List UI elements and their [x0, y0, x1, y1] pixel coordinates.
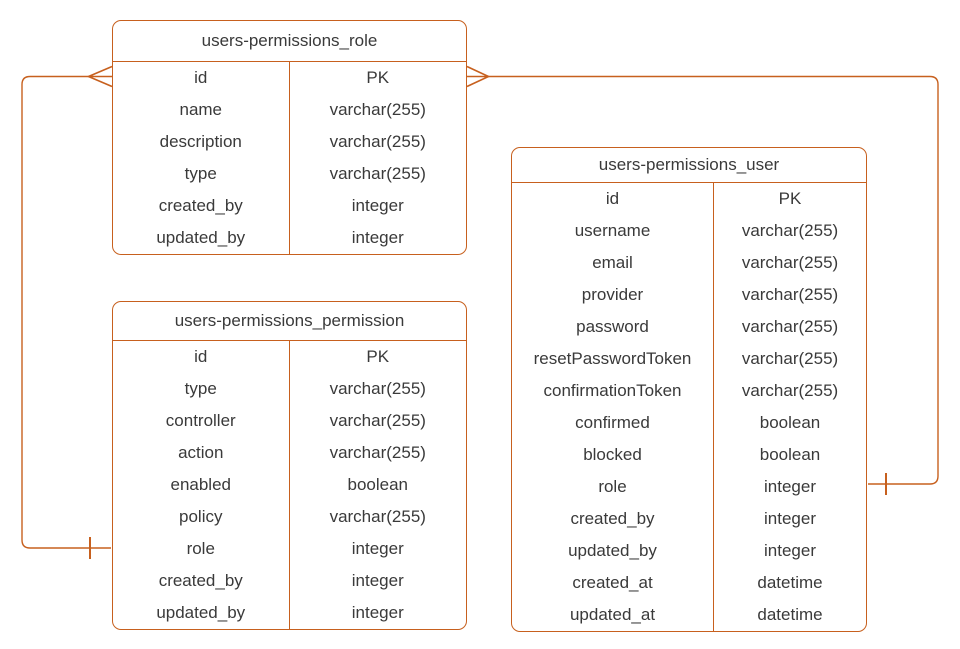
field-name-cell: email: [512, 247, 714, 279]
field-name-cell: enabled: [113, 469, 290, 501]
field-type-cell: integer: [351, 228, 404, 247]
field-name-cell: name: [113, 94, 290, 126]
field-type-cell: integer: [764, 541, 816, 560]
field-type-cell: varchar(255): [741, 381, 839, 400]
entity-table-user: users-permissions_user id PK username varch…: [511, 147, 867, 632]
field-type-cell: integer: [351, 571, 404, 590]
field-name-cell: confirmed: [512, 407, 714, 439]
field-type-cell: varchar(255): [329, 164, 426, 183]
field-type-cell: varchar(255): [329, 443, 426, 462]
field-name-cell: blocked: [512, 439, 714, 471]
field-type-cell: boolean: [759, 413, 821, 432]
field-name-cell: updated_by: [113, 597, 290, 629]
field-name-cell: action: [113, 437, 290, 469]
field-type-cell: PK: [778, 189, 802, 208]
field-type-cell: varchar(255): [741, 253, 839, 272]
field-row: type varchar(255): [113, 373, 466, 405]
field-type-cell: boolean: [347, 475, 408, 494]
field-type-cell: varchar(255): [329, 507, 426, 526]
field-name-cell: controller: [113, 405, 290, 437]
field-type-cell: PK: [366, 68, 390, 87]
field-name-cell: policy: [113, 501, 290, 533]
field-row: action varchar(255): [113, 437, 466, 469]
field-row: id PK: [512, 183, 866, 215]
field-row: description varchar(255): [113, 126, 466, 158]
field-row: confirmed boolean: [512, 407, 866, 439]
field-row: blocked boolean: [512, 439, 866, 471]
field-name-cell: updated_by: [512, 535, 714, 567]
field-row: resetPasswordToken varchar(255): [512, 343, 866, 375]
field-row: password varchar(255): [512, 311, 866, 343]
entity-table-permission: users-permissions_permission id PK type var…: [112, 301, 467, 630]
field-row: created_by integer: [512, 503, 866, 535]
field-name-cell: role: [512, 471, 714, 503]
field-type-cell: varchar(255): [741, 221, 839, 240]
field-name-cell: role: [113, 533, 290, 565]
field-row: created_by integer: [113, 565, 466, 597]
field-type-cell: integer: [351, 603, 404, 622]
field-name-cell: type: [113, 373, 290, 405]
field-type-cell: integer: [764, 477, 816, 496]
field-row: username varchar(255): [512, 215, 866, 247]
field-row: updated_at datetime: [512, 599, 866, 631]
field-row: name varchar(255): [113, 94, 466, 126]
table-title: users-permissions_permission: [113, 302, 466, 341]
field-name-cell: updated_at: [512, 599, 714, 631]
field-name-cell: updated_by: [113, 222, 290, 254]
field-name-cell: created_by: [113, 565, 290, 597]
field-type-cell: varchar(255): [329, 100, 426, 119]
field-row: enabled boolean: [113, 469, 466, 501]
table-field-list: id PK username varchar(255) email varchar(255…: [512, 183, 866, 631]
field-name-cell: description: [113, 126, 290, 158]
field-row: role integer: [113, 533, 466, 565]
field-row: created_by integer: [113, 190, 466, 222]
relation-role-permission-line: [21, 65, 113, 559]
field-type-cell: varchar(255): [741, 349, 839, 368]
field-type-cell: varchar(255): [329, 132, 426, 151]
field-name-cell: provider: [512, 279, 714, 311]
field-name-cell: created_by: [113, 190, 290, 222]
field-name-cell: id: [113, 62, 290, 94]
crows-foot-many-icon: [466, 65, 491, 88]
field-row: role integer: [512, 471, 866, 503]
field-name-cell: password: [512, 311, 714, 343]
field-type-cell: datetime: [757, 605, 823, 624]
field-name-cell: created_at: [512, 567, 714, 599]
field-name-cell: type: [113, 158, 290, 190]
field-type-cell: integer: [764, 509, 816, 528]
field-row: id PK: [113, 341, 466, 373]
field-name-cell: created_by: [512, 503, 714, 535]
field-type-cell: boolean: [759, 445, 821, 464]
table-title: users-permissions_user: [512, 148, 866, 183]
field-row: type varchar(255): [113, 158, 466, 190]
field-type-cell: varchar(255): [329, 411, 426, 430]
field-type-cell: varchar(255): [741, 317, 839, 336]
field-row: id PK: [113, 62, 466, 94]
field-name-cell: id: [512, 183, 714, 215]
field-row: provider varchar(255): [512, 279, 866, 311]
field-row: updated_by integer: [113, 597, 466, 629]
field-name-cell: username: [512, 215, 714, 247]
field-row: updated_by integer: [512, 535, 866, 567]
field-row: controller varchar(255): [113, 405, 466, 437]
field-type-cell: integer: [351, 196, 404, 215]
entity-table-role: users-permissions_role id PK name varchar(2…: [112, 20, 467, 255]
field-type-cell: datetime: [757, 573, 823, 592]
field-type-cell: varchar(255): [741, 285, 839, 304]
table-field-list: id PK name varchar(255) description varchar(2…: [113, 62, 466, 254]
field-name-cell: confirmationToken: [512, 375, 714, 407]
field-name-cell: id: [113, 341, 290, 373]
field-row: created_at datetime: [512, 567, 866, 599]
table-field-list: id PK type varchar(255) controller varchar(25…: [113, 341, 466, 629]
field-type-cell: integer: [351, 539, 404, 558]
field-row: confirmationToken varchar(255): [512, 375, 866, 407]
field-row: policy varchar(255): [113, 501, 466, 533]
table-title: users-permissions_role: [113, 21, 466, 62]
crows-foot-many-icon: [86, 65, 113, 88]
field-row: email varchar(255): [512, 247, 866, 279]
field-name-cell: resetPasswordToken: [512, 343, 714, 375]
field-type-cell: varchar(255): [329, 379, 426, 398]
field-type-cell: PK: [366, 347, 390, 366]
field-row: updated_by integer: [113, 222, 466, 254]
